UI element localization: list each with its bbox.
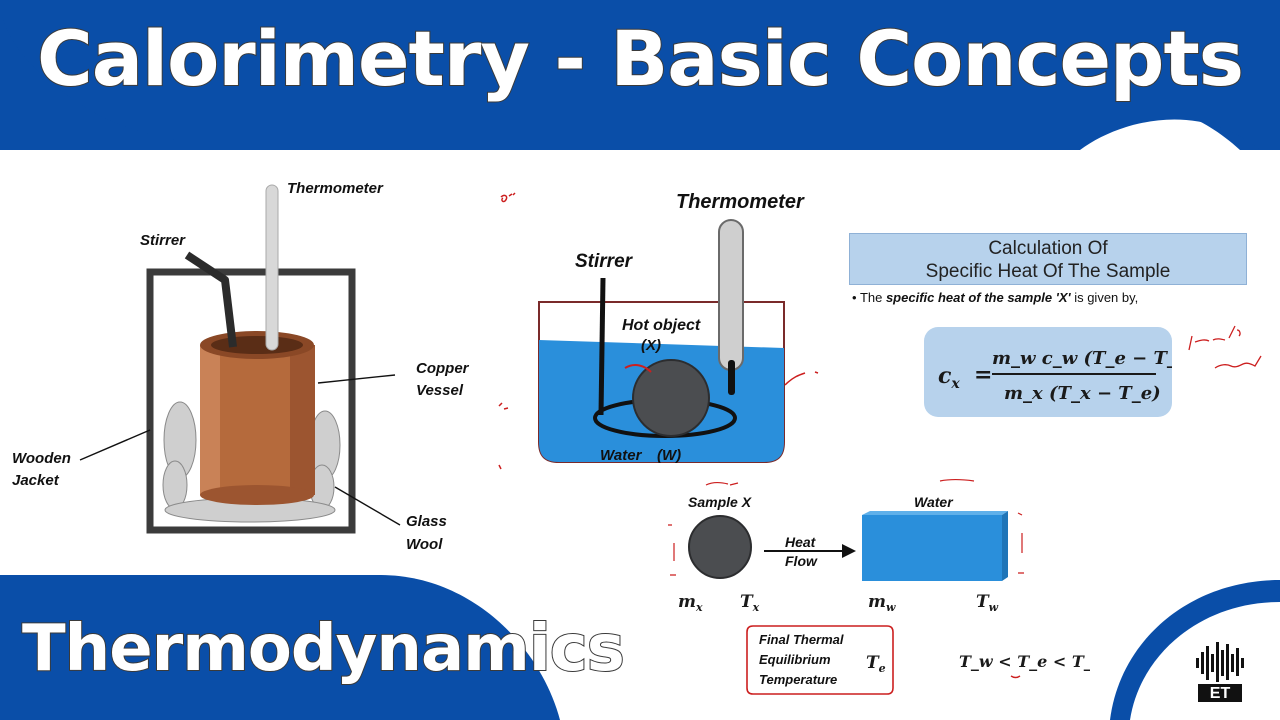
beaker-thermometer-label: Thermometer: [676, 191, 805, 213]
temperature-inequality: T_w < T_e < T_x: [959, 652, 1090, 671]
wooden-jacket-label-1: Wooden: [12, 450, 71, 467]
heat-flow-label-1: Heat: [785, 534, 817, 550]
copper-vessel-label-1: Copper: [416, 360, 470, 377]
mass-x: m: [678, 592, 696, 612]
footer-band: [0, 575, 560, 720]
hot-object-label: Hot object: [622, 317, 701, 334]
formula-lhs: c: [938, 363, 952, 389]
beaker-diagram: Thermometer Stirrer Hot object (X) Water…: [498, 191, 819, 470]
page-title: Calorimetry - Basic Concepts: [36, 13, 1245, 104]
water-symbol: (W): [657, 447, 681, 464]
temp-w-sub: w: [989, 601, 999, 614]
equilibrium-symbol: T: [866, 653, 880, 673]
wooden-jacket-label-2: Jacket: [12, 472, 60, 489]
glass-wool-label-1: Glass: [406, 513, 447, 530]
water-block-label: Water: [914, 494, 954, 510]
heat-flow-diagram: Sample X Water Heat Flow mx Tx mw Tw: [668, 478, 1024, 614]
note-prefix: The: [859, 290, 886, 305]
formula-panel: [924, 327, 1172, 417]
formula-equals: =: [974, 362, 992, 388]
logo-text: ET: [1210, 685, 1231, 702]
equilibrium-symbol-sub: e: [879, 662, 886, 675]
note-emphasis: specific heat of the sample 'X': [885, 290, 1071, 305]
svg-text:Te: Te: [866, 653, 886, 675]
temp-w: T: [976, 592, 990, 612]
mass-w: m: [868, 592, 886, 612]
hot-object-symbol: (X): [641, 337, 661, 354]
specific-heat-formula: cx = m_w c_w (T_e − T_w) m_x (T_x − T_e): [938, 348, 1172, 404]
subject-title: Thermodynamics: [21, 611, 626, 687]
temp-x: T: [740, 592, 754, 612]
calorimeter-diagram: Thermometer Stirrer Copper Vessel Wooden…: [12, 180, 470, 553]
calculation-heading-line1: Calculation Of: [988, 238, 1108, 259]
heat-flow-label-2: Flow: [785, 553, 818, 569]
temp-x-sub: x: [752, 601, 760, 614]
water-label: Water: [600, 447, 643, 464]
copper-vessel-label-2: Vessel: [416, 382, 464, 399]
mass-w-sub: w: [886, 601, 896, 614]
svg-text:Tw: Tw: [976, 592, 999, 614]
svg-text:mw: mw: [868, 592, 896, 614]
thermometer-label: Thermometer: [287, 180, 384, 197]
svg-text:mx: mx: [678, 592, 703, 614]
equilibrium-section: Final Thermal Equilibrium Temperature Te…: [746, 625, 1090, 695]
svg-text:Tx: Tx: [740, 592, 760, 614]
formula-lhs-sub: x: [950, 376, 960, 392]
calculation-heading: Calculation Of Specific Heat Of The Samp…: [849, 233, 1247, 285]
stirrer-label: Stirrer: [140, 232, 186, 249]
handwritten-note: [1188, 325, 1262, 369]
equilibrium-label-2: Equilibrium: [759, 652, 831, 667]
glass-wool-label-2: Wool: [406, 536, 443, 553]
calculation-note: • The specific heat of the sample 'X' is…: [852, 290, 1139, 305]
calculation-heading-line2: Specific Heat Of The Sample: [925, 261, 1171, 282]
equilibrium-label-1: Final Thermal: [759, 632, 844, 647]
header-band: [0, 0, 1280, 150]
sample-label: Sample X: [688, 494, 753, 510]
beaker-stirrer-label: Stirrer: [575, 251, 634, 272]
et-logo: ET: [1196, 642, 1244, 702]
formula-numerator: m_w c_w (T_e − T_w): [992, 348, 1172, 369]
note-suffix: is given by,: [1070, 290, 1139, 305]
mass-x-sub: x: [695, 601, 703, 614]
svg-text:cx: cx: [938, 363, 960, 392]
equilibrium-label-3: Temperature: [759, 672, 837, 687]
formula-denominator: m_x (T_x − T_e): [1004, 383, 1161, 404]
